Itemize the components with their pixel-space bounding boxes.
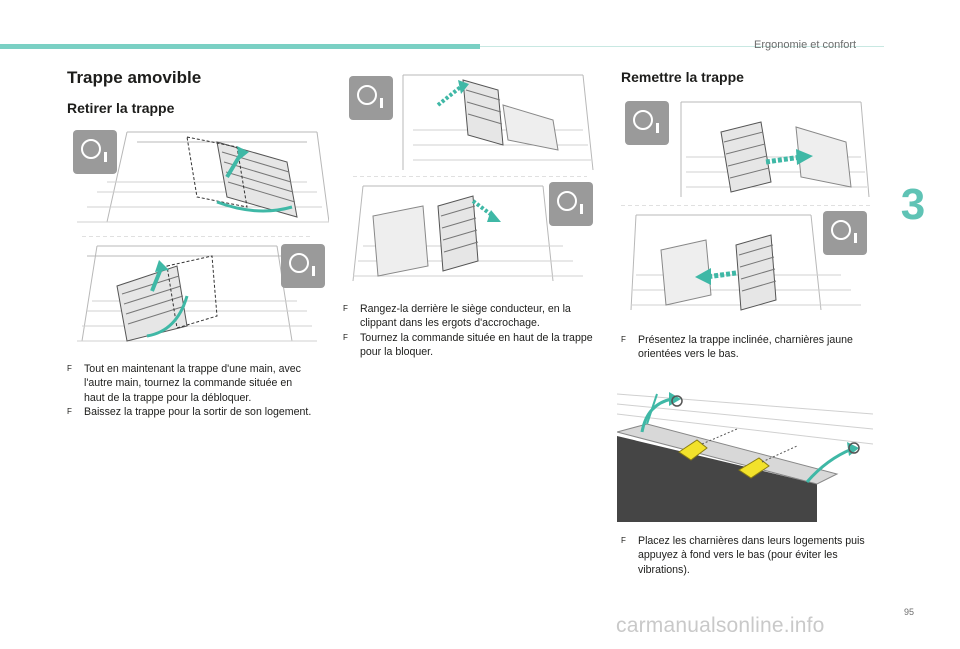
instruction-step: F Présentez la trappe inclinée, charnièr… [621,333,873,362]
figure-refit-hatch-1 [621,97,871,203]
figure-remove-hatch-1 [67,122,329,234]
hinge-icon [738,457,770,479]
instructions-place-hinges: F Placez les charnières dans leurs logem… [621,534,873,577]
van-interior-illustration [343,70,597,174]
instruction-step: F Baissez la trappe pour la sortir de so… [67,405,315,419]
page-number: 95 [904,607,915,617]
page-title: Trappe amovible [67,68,202,87]
figure-refit-hatch-2 [621,205,871,315]
figure-store-hatch-1 [343,70,597,174]
instruction-step: F Placez les charnières dans leurs logem… [621,534,873,577]
steering-wheel-icon [823,211,867,255]
bullet-glyph: F [621,536,626,545]
bullet-glyph: F [67,364,72,373]
header-rule [480,46,884,47]
instructions-present-hatch: F Présentez la trappe inclinée, charnièr… [621,333,873,362]
bullet-glyph: F [343,304,348,313]
instruction-text: Placez les charnières dans leurs logemen… [638,535,865,576]
watermark: carmanualsonline.info [616,614,825,637]
instructions-remove-hatch: F Tout en maintenant la trappe d'une mai… [67,362,315,420]
chapter-number: 3 [900,180,926,229]
steering-wheel-icon [349,76,393,120]
van-interior-illustration [67,236,329,348]
figure-store-hatch-2 [343,176,597,288]
bullet-glyph: F [343,332,348,342]
steering-wheel-icon [549,182,593,226]
instruction-text: Présentez la trappe inclinée, charnières… [638,334,853,361]
instruction-text: Tout en maintenant la trappe d'une main,… [84,363,301,404]
instruction-step: F Rangez-la derrière le siège conducteur… [343,302,597,331]
figure-hinges-detail [617,384,873,522]
van-interior-illustration [621,97,871,203]
steering-wheel-icon [625,101,669,145]
instruction-text: Tournez la commande située en haut de la… [360,331,593,359]
bullet-glyph: F [621,335,626,344]
heading-remove-hatch: Retirer la trappe [67,100,175,116]
instruction-text: Baissez la trappe pour la sortir de son … [84,406,312,419]
instructions-store-hatch: F Rangez-la derrière le siège conducteur… [343,302,597,360]
steering-wheel-icon [73,130,117,174]
figure-remove-hatch-2 [67,236,329,348]
section-label: Ergonomie et confort [754,39,857,51]
hatch-hinges-illustration [617,384,873,522]
van-interior-illustration [67,122,329,234]
steering-wheel-icon [281,244,325,288]
van-interior-illustration [343,176,597,288]
instruction-step: F Tournez la commande située en haut de … [343,331,597,360]
van-interior-illustration [621,205,871,315]
instruction-text: Rangez-la derrière le siège conducteur, … [360,303,571,330]
heading-refit-hatch: Remettre la trappe [621,69,744,85]
instruction-step: F Tout en maintenant la trappe d'une mai… [67,362,315,405]
hinge-icon [678,439,708,461]
bullet-glyph: F [67,407,72,417]
header-accent-bar [0,44,480,49]
